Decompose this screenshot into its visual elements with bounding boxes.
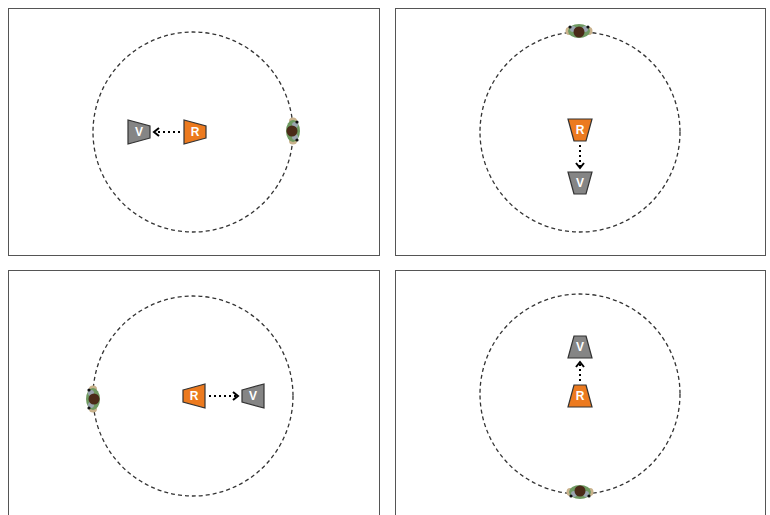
panel-frame (396, 9, 766, 256)
walking-circle (480, 32, 680, 232)
walking-circle (480, 294, 680, 494)
robot-marker: R (567, 117, 593, 143)
robot-marker: R (182, 119, 208, 145)
panel-frame (9, 9, 380, 256)
robot-marker: R (567, 383, 593, 409)
viewpoint-marker: V (567, 334, 593, 360)
panel-frame (396, 271, 766, 515)
viewpoint-marker: V (126, 119, 152, 145)
dotted-arrow (209, 395, 238, 397)
marker-letter: R (567, 390, 593, 402)
robot-marker: R (181, 383, 207, 409)
dotted-arrow (579, 362, 581, 381)
marker-letter: R (182, 126, 208, 138)
panel-frame (9, 271, 380, 515)
marker-letter: R (181, 390, 207, 402)
marker-letter: V (240, 390, 266, 402)
viewpoint-marker: V (567, 170, 593, 196)
person-figure (566, 24, 593, 38)
dotted-arrow (154, 131, 180, 133)
marker-letter: V (126, 126, 152, 138)
walking-circle (93, 32, 293, 232)
dotted-arrow (579, 145, 581, 168)
person-figure (286, 118, 300, 145)
marker-letter: R (567, 124, 593, 136)
viewpoint-marker: V (240, 383, 266, 409)
marker-letter: V (567, 177, 593, 189)
walking-circle (93, 296, 293, 496)
marker-letter: V (567, 341, 593, 353)
person-figure (567, 485, 594, 499)
person-figure (86, 386, 100, 413)
